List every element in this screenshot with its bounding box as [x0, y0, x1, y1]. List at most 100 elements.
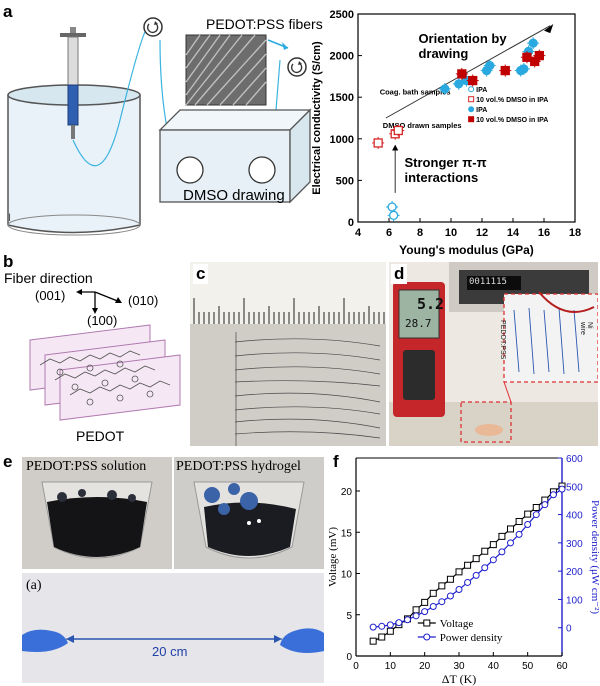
legend-entry: Power density: [440, 632, 503, 644]
data-point: [412, 612, 420, 620]
fiber-image-label: PEDOT:PSS fibers: [206, 16, 323, 32]
y2-tick-label: 500: [566, 482, 583, 493]
y-tick-label: 5: [346, 611, 352, 622]
x-tick-label: 12: [476, 227, 488, 239]
data-point: [528, 38, 538, 48]
legend-marker: [423, 633, 431, 641]
panel-label-e: e: [3, 452, 13, 471]
meter-reading-secondary: 28.7: [405, 317, 432, 330]
measurement-setup-photo: 5.2 28.7 0011115 PEDOT:PSS Ni wire: [389, 262, 598, 446]
y-axis-label: Voltage (mV): [327, 527, 339, 587]
direction-100: (100): [87, 313, 118, 328]
legend-marker: [468, 96, 475, 103]
y-tick-label: 0: [348, 217, 354, 229]
y2-tick-label: 600: [566, 454, 583, 465]
data-point: [446, 575, 454, 583]
x-tick-label: 8: [417, 227, 423, 239]
data-point: [393, 125, 403, 136]
hydrogel-graphic: [193, 481, 305, 559]
pedot-label: PEDOT: [76, 428, 125, 444]
y-tick-label: 2500: [330, 9, 354, 21]
meter-reading-main: 5.2: [417, 295, 445, 313]
solution-vial-photo: [22, 457, 172, 569]
y2-tick-label: 400: [566, 511, 583, 522]
data-point: [429, 603, 437, 610]
direction-001: (001): [35, 288, 66, 303]
legend-entry: Voltage: [440, 618, 474, 630]
data-point: [498, 532, 506, 540]
data-point: [541, 501, 549, 509]
data-point: [440, 84, 450, 94]
data-point: [373, 138, 383, 148]
data-point: [412, 606, 420, 614]
x-tick-label: 14: [507, 227, 520, 239]
data-point: [489, 541, 497, 549]
data-point: [457, 69, 467, 79]
y-tick-label: 2000: [330, 51, 354, 63]
y-axis-label: Electrical conductivity (S/cm): [311, 41, 323, 195]
y2-tick-label: 100: [566, 595, 583, 606]
stretched-fiber-photo: [22, 573, 324, 683]
hydrogel-vial-photo: [174, 457, 324, 569]
annotation-coag: Coag. bath samples: [380, 88, 451, 97]
panel-label-b: b: [3, 252, 14, 271]
data-point: [395, 619, 403, 627]
data-point: [455, 568, 463, 576]
data-point: [515, 518, 523, 526]
y-tick-label: 0: [346, 652, 352, 663]
data-point: [507, 539, 514, 547]
pedot-stack-diagram: [29, 289, 181, 421]
vertical-arrow-head: [392, 144, 399, 151]
legend-entry: 10 vol.% DMSO in IPA: [476, 97, 548, 104]
data-point: [464, 561, 472, 569]
data-point: [519, 64, 529, 74]
y-tick-label: 1500: [330, 92, 354, 104]
y2-axis-label: Power density (μW cm⁻²): [589, 500, 600, 614]
legend-entry: IPA: [476, 107, 487, 114]
annotation-stronger: interactions: [405, 170, 479, 185]
data-point: [387, 202, 397, 212]
ruler-graphic: [190, 262, 386, 446]
x-tick-label: 6: [386, 227, 392, 239]
x-tick-label: 16: [538, 227, 550, 239]
panel-label-a: a: [3, 2, 13, 21]
data-point: [524, 510, 532, 518]
legend-marker: [468, 116, 475, 123]
data-point: [507, 525, 514, 533]
data-point: [549, 491, 557, 499]
data-point: [429, 589, 437, 597]
setup-graphic: [389, 262, 598, 446]
plot-frame: [357, 13, 576, 223]
bath-mark: I: [8, 212, 12, 224]
solution-graphic: [41, 481, 153, 559]
x-tick-label: 30: [453, 661, 465, 672]
data-point: [455, 586, 463, 594]
panel-label-f: f: [333, 452, 339, 471]
data-point: [532, 511, 540, 519]
x-tick-label: 0: [353, 661, 359, 672]
data-point: [464, 578, 472, 586]
data-point: [438, 598, 446, 606]
annotation-dmso: DMSO drawn samples: [383, 121, 462, 130]
y-tick-label: 10: [341, 570, 353, 581]
stretch-graphic: [22, 573, 324, 683]
y2-tick-label: 200: [566, 567, 583, 578]
data-point: [369, 623, 377, 631]
data-point: [481, 564, 489, 572]
data-point: [522, 52, 532, 62]
x-tick-label: 60: [556, 661, 568, 672]
length-label: 20 cm: [152, 644, 188, 659]
data-point: [369, 637, 377, 645]
y2-tick-label: 300: [566, 539, 583, 550]
trend-arrow: [385, 25, 551, 119]
data-point: [378, 622, 386, 630]
data-point: [489, 556, 497, 564]
y-tick-label: 20: [341, 487, 353, 498]
data-point: [498, 548, 506, 556]
x-axis-label: Young's modulus (GPa): [399, 243, 534, 257]
panel-a-schematic: [7, 17, 312, 236]
legend-marker: [468, 106, 475, 113]
data-point: [446, 592, 454, 600]
data-point: [515, 530, 523, 538]
